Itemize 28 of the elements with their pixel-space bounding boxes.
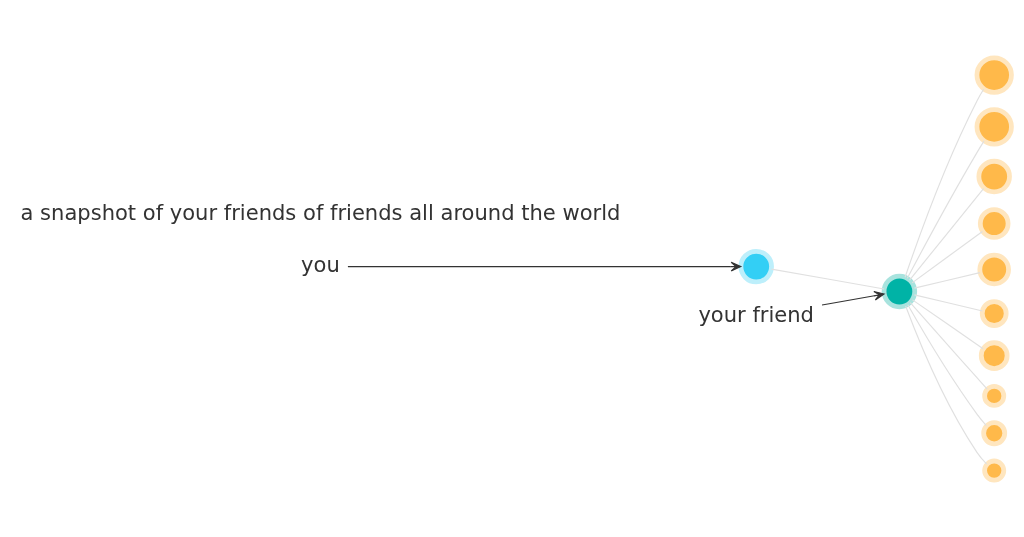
node-circle [982,383,1007,408]
node-text: your friend [698,301,814,327]
node-text: you [301,251,340,277]
node-circle [977,252,1011,286]
node-circle [981,419,1008,446]
arrow [821,290,885,306]
node-circle [974,54,1014,95]
connector [911,298,984,349]
arrow [347,261,742,271]
node-circle [976,158,1012,194]
connector [907,303,987,426]
label: a snapshot of your friends of friends all around the world [20,199,621,225]
node-circle [881,273,918,309]
node-circle [738,248,774,284]
connector [909,301,988,390]
connector [913,271,981,289]
connector [911,230,983,283]
connector [904,87,985,278]
node-circle [974,106,1014,146]
connector [909,187,985,281]
node-circle [978,339,1010,371]
node-circle [979,298,1009,328]
connector [905,304,988,465]
node-circle [977,206,1011,240]
node-circle [982,458,1007,483]
connector [913,293,984,312]
connector [770,268,885,290]
connector [906,139,985,279]
